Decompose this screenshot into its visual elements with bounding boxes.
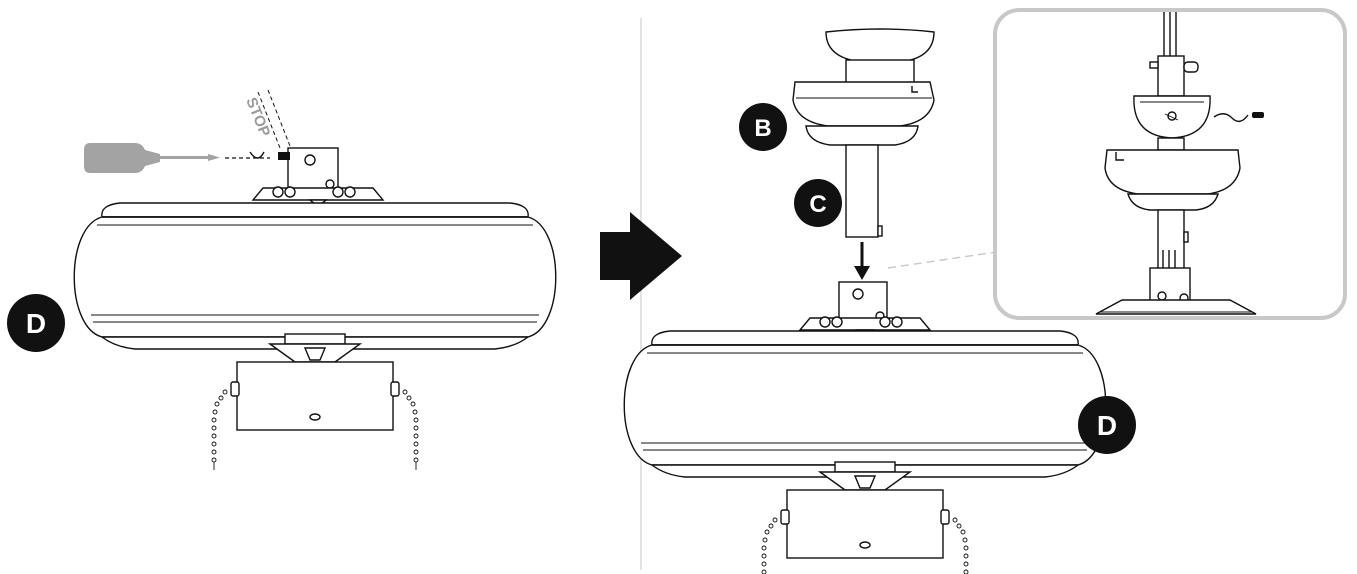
- stop-text: STOP: [242, 95, 273, 139]
- detail-inset: [993, 8, 1347, 320]
- screwdriver-icon: [84, 143, 220, 173]
- label-d-left-badge: [7, 294, 65, 352]
- label-d-left-text: D: [26, 308, 46, 339]
- label-b-text: B: [754, 115, 771, 142]
- canopy: [792, 81, 935, 146]
- right-panel: B C D: [623, 8, 1347, 574]
- left-panel: STOP D: [7, 89, 557, 471]
- left-switch-housing: [211, 333, 419, 471]
- label-d-right-badge: [1078, 396, 1136, 454]
- screwdriver-shaft: [160, 156, 208, 159]
- stop-guide-line: [267, 89, 291, 147]
- left-fan-body: [73, 202, 557, 350]
- label-b: B: [739, 103, 787, 151]
- screwdriver-handle: [84, 143, 160, 173]
- insert-down-arrow-icon: [854, 242, 870, 280]
- left-collar: [287, 147, 339, 193]
- left-top-plate: [252, 186, 384, 205]
- downrod: [845, 144, 883, 238]
- label-d-right: D: [1078, 396, 1136, 454]
- stop-guide-line: [257, 91, 281, 149]
- label-d-left: D: [7, 294, 65, 352]
- inset-screw-icon: [1252, 112, 1264, 118]
- canopy-cap: [825, 28, 935, 63]
- screwdriver-tip: [208, 154, 220, 161]
- label-d-right-text: D: [1097, 410, 1117, 441]
- right-collar: [838, 281, 888, 323]
- label-b-badge: [739, 103, 787, 151]
- label-c-badge: [794, 179, 842, 227]
- next-step-arrow-icon: [600, 212, 682, 300]
- rotation-arrow-icon: [249, 151, 265, 159]
- set-screw-icon: [278, 152, 290, 160]
- right-fan-body: [623, 330, 1107, 478]
- label-c-text: C: [809, 191, 826, 218]
- callout-line: [887, 251, 997, 269]
- inset-rotation-arrow-icon: [1213, 113, 1249, 123]
- label-c: C: [794, 179, 842, 227]
- right-switch-housing: [761, 461, 969, 574]
